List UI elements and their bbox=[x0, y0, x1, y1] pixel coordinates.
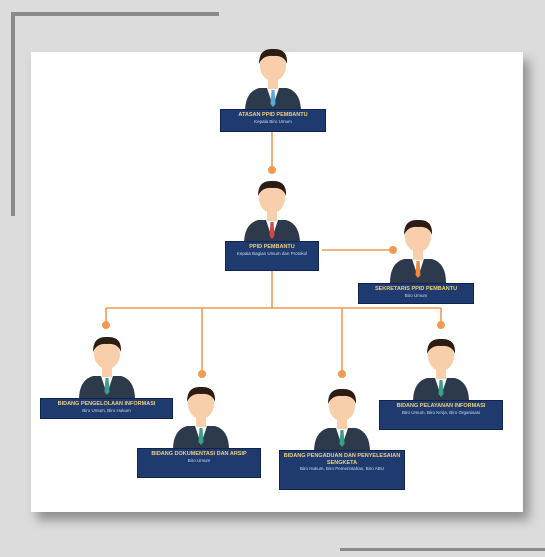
node-title: ATASAN PPID PEMBANTU bbox=[238, 112, 308, 118]
node-subtitle: Biro Umum, Biro Hukum bbox=[82, 407, 131, 413]
node-subtitle: Kepala Bagian Umum dan Protokol bbox=[236, 250, 308, 256]
frame-line-bottom bbox=[340, 548, 545, 551]
node-label: BIDANG DOKUMENTASI DAN ARSIP Biro Umum bbox=[137, 448, 261, 478]
connector-dot bbox=[436, 320, 445, 329]
node-label: BIDANG PENGELOLAAN INFORMASI Biro Umum, … bbox=[40, 398, 173, 419]
node-label: ATASAN PPID PEMBANTU Kepala Biro Umum bbox=[220, 109, 326, 132]
frame-line-left bbox=[11, 12, 15, 216]
node-title: SEKRETARIS PPID PEMBANTU bbox=[374, 286, 458, 292]
person-icon bbox=[314, 388, 370, 452]
connector-dot bbox=[388, 246, 397, 255]
node-subtitle: Biro Umum, Biro Kerja, Biro Organisasi bbox=[401, 409, 481, 415]
person-icon bbox=[244, 180, 300, 244]
node-title: BIDANG PENGELOLAAN INFORMASI bbox=[57, 401, 156, 407]
connector-dot bbox=[102, 320, 111, 329]
person-icon bbox=[413, 338, 469, 402]
connector-dot bbox=[267, 166, 276, 175]
person-icon bbox=[390, 219, 446, 283]
person-icon bbox=[173, 386, 229, 450]
node-subtitle: Kepala Biro Umum bbox=[254, 118, 292, 124]
connector-dot bbox=[337, 369, 346, 378]
node-label: SEKRETARIS PPID PEMBANTU Biro Umum bbox=[358, 283, 474, 304]
node-subtitle: Biro Umum bbox=[404, 292, 428, 298]
connector-dot bbox=[198, 369, 207, 378]
node-label: BIDANG PENGADUAN DAN PENYELESAIAN SENGKE… bbox=[279, 450, 405, 490]
person-icon bbox=[79, 336, 135, 400]
node-label: PPID PEMBANTU Kepala Bagian Umum dan Pro… bbox=[225, 241, 319, 271]
person-icon bbox=[245, 48, 301, 112]
node-subtitle: Biro Umum bbox=[187, 457, 211, 463]
node-title: BIDANG PENGADUAN DAN PENYELESAIAN SENGKE… bbox=[283, 453, 401, 466]
node-title: BIDANG DOKUMENTASI DAN ARSIP bbox=[151, 451, 247, 457]
node-label: BIDANG PELAYANAN INFORMASI Biro Umum, Bi… bbox=[379, 400, 503, 430]
frame-line-top bbox=[11, 12, 219, 16]
node-title: BIDANG PELAYANAN INFORMASI bbox=[396, 403, 486, 409]
node-title: PPID PEMBANTU bbox=[249, 244, 295, 250]
node-subtitle: Biro Hukum, Biro Pemerintahan, Biro ABU bbox=[299, 466, 385, 471]
